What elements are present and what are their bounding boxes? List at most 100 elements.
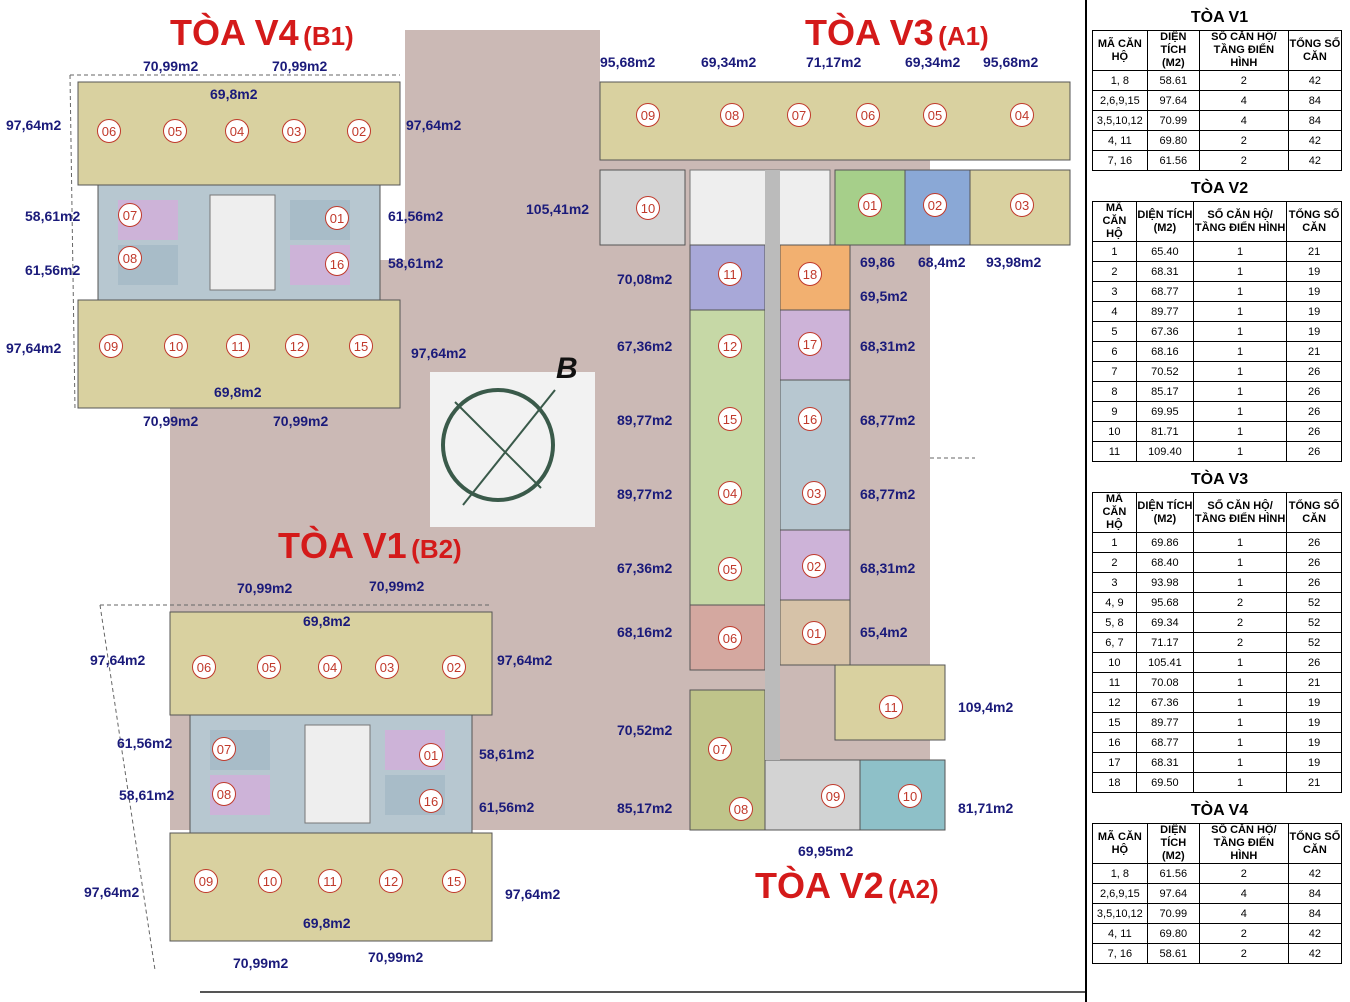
table-cell: 105.41 bbox=[1135, 652, 1194, 673]
unit-number: 03 bbox=[1010, 193, 1034, 217]
table-cell: 2 bbox=[1198, 863, 1289, 884]
unit-number: 08 bbox=[212, 782, 236, 806]
unit-number: 05 bbox=[163, 119, 187, 143]
table-cell: 68.31 bbox=[1135, 261, 1194, 282]
table-cell: 21 bbox=[1286, 672, 1342, 693]
table-cell: 61.56 bbox=[1146, 150, 1200, 171]
table-cell: 3 bbox=[1092, 572, 1137, 593]
area-label: 97,64m2 bbox=[84, 884, 140, 900]
unit-number: 04 bbox=[1010, 103, 1034, 127]
unit-number: 02 bbox=[347, 119, 371, 143]
table-cell: 2 bbox=[1198, 943, 1289, 964]
table-cell: 42 bbox=[1287, 863, 1343, 884]
area-label: 70,99m2 bbox=[273, 413, 329, 429]
table-cell: 2 bbox=[1198, 150, 1289, 171]
unit-number: 05 bbox=[923, 103, 947, 127]
table-cell: 85.17 bbox=[1135, 381, 1194, 402]
table-cell: 19 bbox=[1286, 712, 1342, 733]
unit-table: MÃ CĂN HỘ DIỆN TÍCH (M2) SỐ CĂN HỘ/ TẦNG… bbox=[1092, 201, 1342, 462]
area-label: 85,17m2 bbox=[617, 800, 673, 816]
table-cell: 2 bbox=[1192, 592, 1288, 613]
table-cell: 3,5,10,12 bbox=[1092, 110, 1148, 131]
title-v1: TÒA V1 (B2) bbox=[278, 525, 462, 566]
column-header: MÃ CĂN HỘ bbox=[1092, 823, 1148, 864]
area-label: 70,99m2 bbox=[143, 413, 199, 429]
table-cell: 68.31 bbox=[1135, 752, 1194, 773]
area-label: 97,64m2 bbox=[411, 345, 467, 361]
table-cell: 26 bbox=[1286, 572, 1342, 593]
table-cell: 95.68 bbox=[1135, 592, 1194, 613]
area-label: 69,8m2 bbox=[303, 915, 351, 931]
unit-number: 10 bbox=[258, 869, 282, 893]
unit-number: 02 bbox=[923, 193, 947, 217]
table-cell: 52 bbox=[1286, 592, 1342, 613]
table-cell: 1 bbox=[1192, 441, 1288, 462]
table-cell: 1 bbox=[1192, 732, 1288, 753]
table-cell: 6 bbox=[1092, 341, 1137, 362]
table-cell: 42 bbox=[1287, 130, 1343, 151]
table-cell: 26 bbox=[1286, 421, 1342, 442]
area-label: 70,99m2 bbox=[368, 949, 424, 965]
table-cell: 68.77 bbox=[1135, 281, 1194, 302]
table-cell: 7, 16 bbox=[1092, 943, 1148, 964]
area-label: 61,56m2 bbox=[117, 735, 173, 751]
column-header: DIỆN TÍCH (M2) bbox=[1135, 492, 1194, 533]
unit-number: 04 bbox=[718, 481, 742, 505]
column-header: TỔNG SỐ CĂN bbox=[1287, 823, 1343, 864]
table-cell: 1 bbox=[1192, 712, 1288, 733]
table-v4: TÒA V4 MÃ CĂN HỘ DIỆN TÍCH (M2) SỐ CĂN H… bbox=[1087, 799, 1350, 964]
unit-number: 11 bbox=[318, 869, 342, 893]
table-cell: 12 bbox=[1092, 692, 1137, 713]
area-label: 58,61m2 bbox=[479, 746, 535, 762]
table-cell: 1 bbox=[1192, 552, 1288, 573]
table-cell: 42 bbox=[1287, 923, 1343, 944]
table-cell: 16 bbox=[1092, 732, 1137, 753]
table-title: TÒA V1 bbox=[1190, 9, 1249, 26]
compass-label: B bbox=[556, 352, 578, 385]
area-label: 61,56m2 bbox=[479, 799, 535, 815]
area-label: 70,99m2 bbox=[143, 58, 199, 74]
area-label: 70,99m2 bbox=[272, 58, 328, 74]
table-cell: 69.50 bbox=[1135, 772, 1194, 793]
table-cell: 4 bbox=[1198, 883, 1289, 904]
table-cell: 5 bbox=[1092, 321, 1137, 342]
table-cell: 1, 8 bbox=[1092, 863, 1148, 884]
table-cell: 11 bbox=[1092, 441, 1137, 462]
table-cell: 1 bbox=[1192, 261, 1288, 282]
table-cell: 19 bbox=[1286, 301, 1342, 322]
table-cell: 26 bbox=[1286, 361, 1342, 382]
unit-table: MÃ CĂN HỘ DIỆN TÍCH (M2) SỐ CĂN HỘ/ TẦNG… bbox=[1092, 492, 1342, 793]
unit-number: 07 bbox=[118, 203, 142, 227]
table-cell: 68.77 bbox=[1135, 732, 1194, 753]
unit-number: 09 bbox=[636, 103, 660, 127]
unit-number: 06 bbox=[718, 626, 742, 650]
table-cell: 1 bbox=[1192, 341, 1288, 362]
table-title: TÒA V3 bbox=[1190, 471, 1249, 488]
table-cell: 2 bbox=[1198, 923, 1289, 944]
unit-number: 11 bbox=[718, 262, 742, 286]
table-cell: 70.08 bbox=[1135, 672, 1194, 693]
area-label: 69,95m2 bbox=[798, 843, 854, 859]
table-v2: TÒA V2 MÃ CĂN HỘ DIỆN TÍCH (M2) SỐ CĂN H… bbox=[1087, 177, 1350, 462]
unit-number: 10 bbox=[898, 784, 922, 808]
table-cell: 26 bbox=[1286, 552, 1342, 573]
table-cell: 68.40 bbox=[1135, 552, 1194, 573]
area-label: 68,31m2 bbox=[860, 560, 916, 576]
table-cell: 2 bbox=[1192, 632, 1288, 653]
unit-number: 12 bbox=[285, 334, 309, 358]
table-cell: 21 bbox=[1286, 341, 1342, 362]
